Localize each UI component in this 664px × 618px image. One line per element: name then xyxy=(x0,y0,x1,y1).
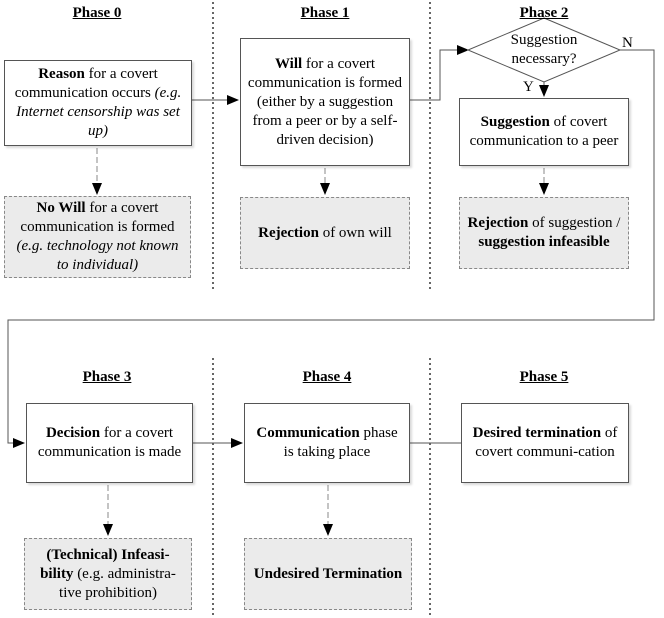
phase-title-0: Phase 0 xyxy=(72,5,122,21)
communication-label: Communication xyxy=(256,425,360,441)
arrow-will-to-decision xyxy=(410,45,469,101)
infeasibility-box: (Technical) Infeasi-bility (e.g. adminis… xyxy=(24,538,192,610)
communication-text: phase is taking place xyxy=(283,425,398,460)
phase-title-4: Phase 4 xyxy=(302,369,352,385)
nowill-example: (e.g. technology not known to individual… xyxy=(16,238,179,273)
arrow-decision-no xyxy=(7,49,655,448)
decision-line1: Suggestion xyxy=(510,32,578,48)
rejection-own-will-box: Rejection of own will xyxy=(240,197,410,269)
suggestion-text: of covert communication to a peer xyxy=(469,114,619,149)
decision-no-label: N xyxy=(622,35,633,51)
nowill-text: for a covert communication is formed xyxy=(20,200,175,235)
decision-box: Decision for a covert communication is m… xyxy=(26,403,193,483)
desired-text: of covert communi-cation xyxy=(475,425,618,460)
will-box: Will for a covert communication is forme… xyxy=(240,38,410,166)
reason-example: (e.g. Internet censorship was set up) xyxy=(16,85,182,139)
decision-label: Decision xyxy=(45,425,101,441)
decision-yes-label: Y xyxy=(523,79,534,95)
reason-box: Reason for a covert communication occurs… xyxy=(4,60,192,146)
rejection-suggestion-label: Rejection xyxy=(467,215,529,231)
decision-diamond xyxy=(466,17,622,83)
desired-termination-box: Desired termination of covert communi-ca… xyxy=(461,403,629,483)
decision-text: for a covert communication is made xyxy=(37,425,182,460)
decision-diamond-label: Suggestion necessary? xyxy=(484,31,604,69)
suggestion-infeasible-label: suggestion infeasible xyxy=(478,234,610,250)
rejection-suggestion-box: Rejection of suggestion / suggestion inf… xyxy=(459,197,629,269)
phase-title-3: Phase 3 xyxy=(82,369,132,385)
rejection-label: Rejection xyxy=(258,224,319,241)
reason-label: Reason xyxy=(38,66,85,82)
suggestion-label: Suggestion xyxy=(480,114,550,130)
will-text: for a covert communication is formed (ei… xyxy=(247,55,403,148)
undesired-label: Undesired Termination xyxy=(253,565,403,582)
nowill-label: No Will xyxy=(36,200,86,216)
decision-line2: necessary? xyxy=(511,51,577,67)
phase-title-5: Phase 5 xyxy=(519,369,569,385)
phase-title-1: Phase 1 xyxy=(300,5,350,21)
infeasibility-label: (Technical) Infeasi-bility xyxy=(40,546,170,582)
will-label: Will xyxy=(274,55,303,72)
rejection-text: of own will xyxy=(318,224,392,241)
desired-label: Desired termination xyxy=(472,425,602,441)
infeasibility-text: (e.g. administra-tive prohibition) xyxy=(59,565,176,601)
communication-box: Communication phase is taking place xyxy=(244,403,410,483)
suggestion-box: Suggestion of covert communication to a … xyxy=(459,98,629,166)
nowill-box: No Will for a covert communication is fo… xyxy=(4,196,191,278)
phase-title-2: Phase 2 xyxy=(519,5,569,21)
rejection-suggestion-text: of suggestion / xyxy=(528,215,621,231)
undesired-termination-box: Undesired Termination xyxy=(244,538,412,610)
reason-text: for a covert communication occurs xyxy=(14,66,158,101)
